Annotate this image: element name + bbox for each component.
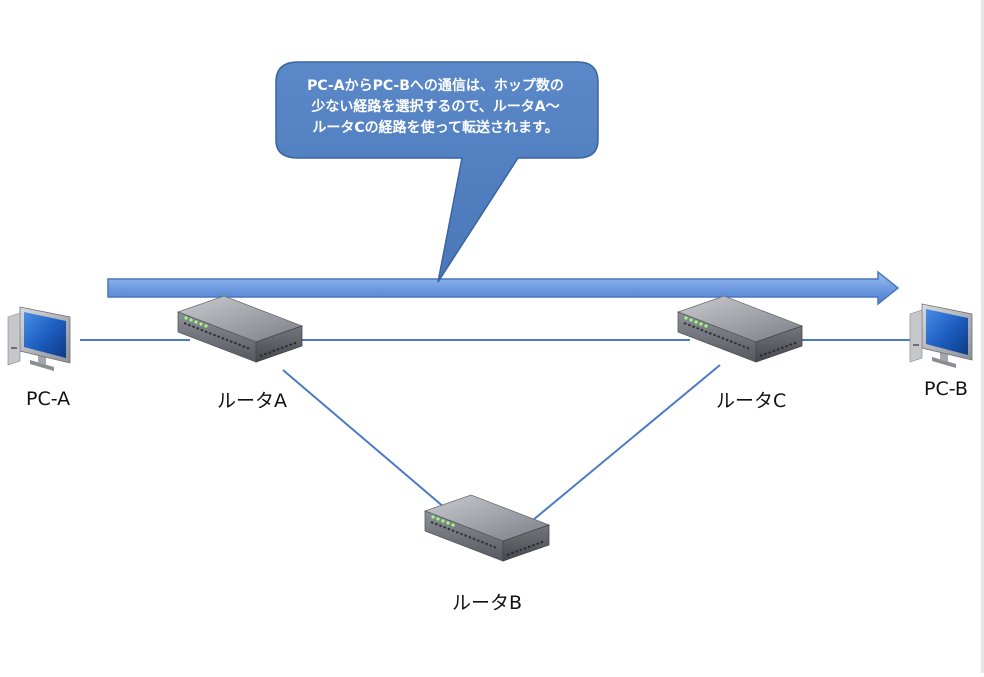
- callout-line-2: 少ない経路を選択するので、ルータA〜: [311, 99, 560, 115]
- callout-line-3: ルータCの経路を使って転送されます。: [312, 120, 559, 136]
- pc-a-monitor-icon: [7, 306, 71, 372]
- pc-a-label: PC-A: [26, 388, 71, 410]
- pc-b-monitor-icon: [909, 303, 973, 369]
- router-a-label: ルータA: [217, 390, 287, 412]
- callout-bubble: [275, 61, 599, 283]
- link-lines: [80, 339, 912, 526]
- router-b-label: ルータB: [452, 592, 523, 614]
- router-c-label: ルータC: [716, 390, 787, 412]
- link-routerc-routerb: [526, 364, 721, 526]
- page-edge: [981, 0, 984, 673]
- callout-line-1: PC-AからPC-Bへの通信は、ホップ数の: [307, 78, 564, 94]
- transfer-arrow: [107, 270, 900, 306]
- router-c-icon: [677, 295, 803, 363]
- router-b-icon: [424, 494, 550, 562]
- callout-text: PC-AからPC-Bへの通信は、ホップ数の 少ない経路を選択するので、ルータA〜…: [283, 76, 588, 139]
- router-a-icon: [177, 295, 303, 363]
- link-routera-routerb: [282, 369, 446, 509]
- pc-b-label: PC-B: [924, 378, 968, 400]
